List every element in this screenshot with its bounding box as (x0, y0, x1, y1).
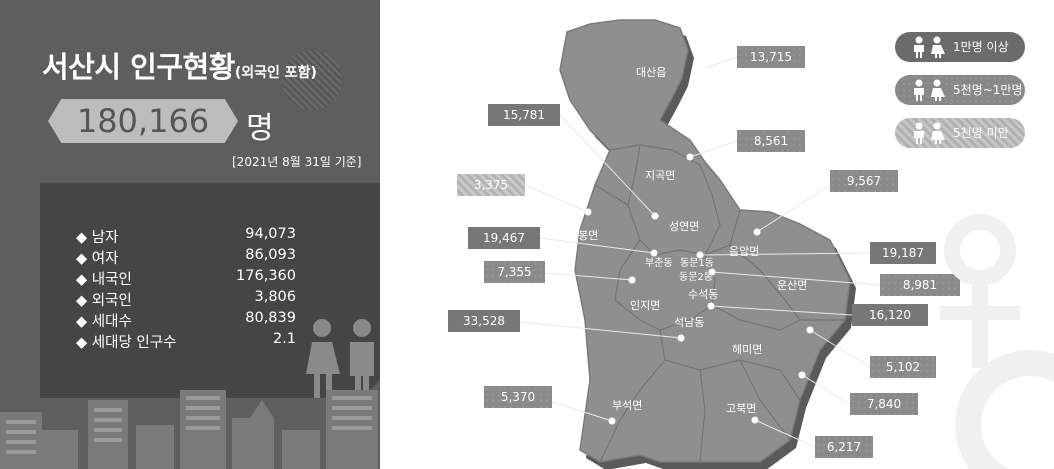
stat-row-female: ◆ 여자 86,093 (76, 247, 296, 267)
stat-label: ◆ 내국인 (76, 272, 132, 288)
region-label-inji: 인지면 (630, 299, 661, 312)
region-label-jigok: 지곡면 (645, 169, 676, 182)
region-label-unsan: 운산면 (777, 279, 808, 292)
legend-label: 1만명 이상 (953, 40, 1009, 54)
stat-row-male: ◆ 남자 94,073 (76, 226, 296, 246)
region-label-seongyeon: 성연면 (669, 220, 700, 233)
region-label-haemi: 해미면 (732, 343, 763, 356)
city-skyline-icon (0, 390, 378, 469)
region-label-buchun: 부춘동 (645, 258, 673, 269)
callout-buseok: 5,370 (484, 386, 552, 408)
stat-row-per-household: ◆ 세대당 인구수 2.1 (76, 331, 296, 351)
stat-value: 3,806 (254, 289, 296, 305)
callout-haemi: 5,102 (870, 356, 936, 378)
callout-lines (519, 56, 881, 448)
summary-panel: 서산시 인구현황(외국인 포함) 180,166 명 [2021년 8월 31일… (0, 0, 380, 469)
callout-eumam: 9,567 (830, 170, 898, 192)
stat-row-households: ◆ 세대수 80,839 (76, 310, 296, 330)
callout-suseok: 16,120 (852, 304, 928, 326)
gender-symbol-icon (940, 214, 1054, 469)
callout-dongmun1: 19,187 (870, 242, 936, 264)
callout-jigok: 8,561 (737, 130, 805, 152)
region-boundaries (594, 144, 845, 463)
stat-label: ◆ 여자 (76, 251, 119, 267)
people-icon (914, 122, 945, 144)
region-markers (584, 65, 814, 425)
map-landmass (559, 19, 851, 463)
hatch-decoration (282, 50, 342, 110)
stat-value: 86,093 (245, 247, 296, 263)
callout-gobuk: 6,217 (815, 436, 873, 458)
region-label-dongmun1: 동문1동 (680, 258, 714, 269)
callout-buchun: 19,467 (468, 227, 540, 249)
total-badge (48, 99, 238, 143)
title-sub: (외국인 포함) (234, 65, 317, 81)
stat-value: 80,839 (245, 310, 296, 326)
legend-label: 5천명~1만명 (953, 83, 1023, 97)
stat-label: ◆ 세대수 (76, 314, 132, 330)
region-label-suseok: 수석동 (688, 288, 719, 301)
region-label-seoknam: 석남동 (674, 316, 705, 329)
legend-item-low: 5천명 미만 (895, 118, 1025, 148)
people-icon (914, 79, 945, 101)
callout-dongmun2: 8,981 (880, 274, 960, 296)
stat-label: ◆ 남자 (76, 230, 119, 246)
stat-value: 2.1 (272, 331, 296, 347)
region-label-daesan: 대산읍 (636, 66, 667, 79)
legend-label: 5천명 미만 (953, 126, 1009, 140)
legend-item-mid: 5천명~1만명 (895, 75, 1025, 105)
total-value: 180,166 (76, 102, 210, 140)
callout-inji: 7,355 (484, 261, 545, 283)
stat-label: ◆ 세대당 인구수 (76, 335, 177, 351)
people-icon (306, 319, 374, 398)
stat-row-citizen: ◆ 내국인 176,360 (76, 268, 296, 288)
legend-item-high: 1만명 이상 (895, 32, 1025, 62)
region-label-buseok: 부석면 (612, 399, 643, 412)
callout-palbong: 3,375 (457, 174, 525, 196)
stat-value: 176,360 (236, 268, 296, 284)
region-label-gobuk: 고북면 (726, 402, 757, 415)
callout-daesan: 13,715 (737, 46, 805, 68)
region-label-eumam: 음암면 (729, 245, 760, 258)
region-label-dongmun2: 동문2동 (679, 272, 713, 283)
total-unit: 명 (246, 111, 274, 146)
region-label-palbong: 팔봉면 (568, 229, 599, 242)
people-icon (914, 36, 945, 58)
callout-unnamed: 7,840 (850, 393, 918, 415)
title-main: 서산시 인구현황 (42, 50, 235, 84)
stat-value: 94,073 (245, 226, 296, 242)
callout-seoknam: 33,528 (448, 310, 520, 332)
callout-seongyeon: 15,781 (488, 104, 560, 126)
stat-row-foreigner: ◆ 외국인 3,806 (76, 289, 296, 309)
reference-date: [2021년 8월 31일 기준] (232, 155, 362, 169)
page-title: 서산시 인구현황(외국인 포함) (42, 44, 317, 86)
stat-label: ◆ 외국인 (76, 293, 132, 309)
